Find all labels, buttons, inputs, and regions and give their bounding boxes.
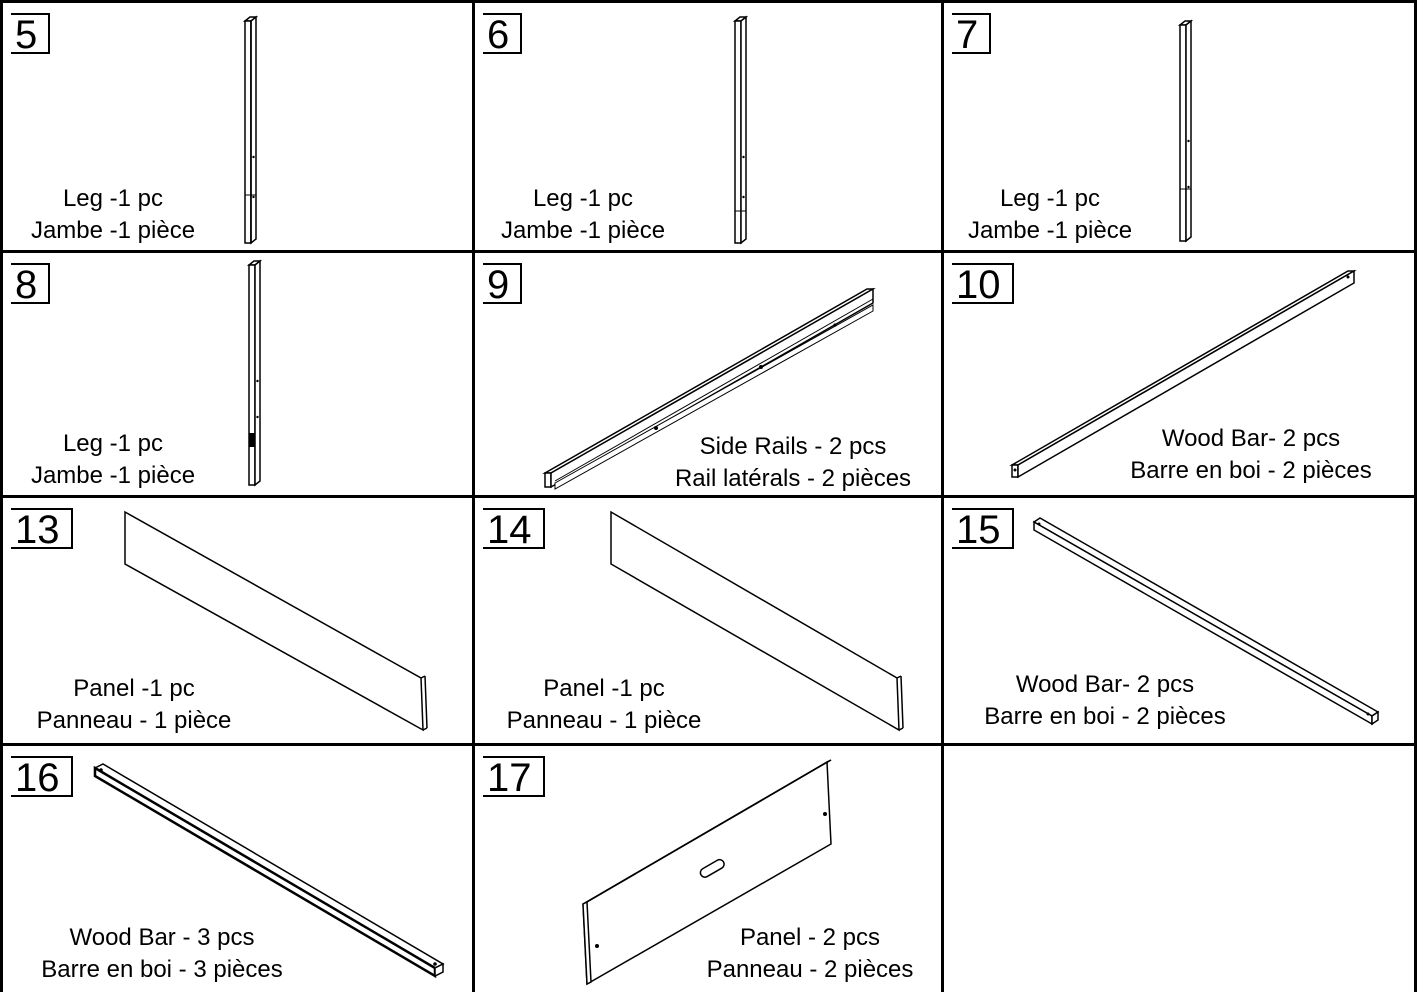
wood-bar-illustration [1030,514,1384,732]
part-number: 13 [11,508,73,551]
part-name-en: Wood Bar- 2 pcs [1161,425,1341,452]
part-label: Leg -1 pc Jambe -1 pièce [954,183,1146,247]
part-number: 7 [952,13,992,56]
panel-illustration [607,508,917,734]
part-label: Wood Bar - 3 pcs Barre en boi - 3 pièces [21,922,303,986]
part-cell: 6 Leg -1 pc Jambe -1 pièce [475,3,941,250]
part-name-fr: Jambe -1 pièce [30,462,196,489]
leg-illustration [241,15,261,247]
part-name-en: Leg -1 pc [999,185,1101,212]
part-cell: 16 Wood Bar - 3 pcs Barre en boi - 3 piè… [3,746,472,992]
part-name-en: Leg -1 pc [532,185,634,212]
part-label: Side Rails - 2 pcs Rail latérals - 2 piè… [653,431,933,495]
wood-bar-illustration [91,760,449,982]
part-name-en: Leg -1 pc [62,185,164,212]
part-cell: 8 Leg -1 pc Jambe -1 pièce [3,253,472,495]
part-cell: 17 Panel - 2 pcs Panneau - 2 pièces [475,746,941,992]
part-number: 16 [11,756,73,799]
wood-bar-illustration [1008,267,1358,483]
part-name-fr: Jambe -1 pièce [967,217,1133,244]
part-cell: 14 Panel -1 pc Panneau - 1 pièce [475,498,941,743]
part-name-en: Side Rails - 2 pcs [699,433,887,460]
part-name-fr: Panneau - 1 pièce [36,707,232,734]
part-cell: 13 Panel -1 pc Panneau - 1 pièce [3,498,472,743]
part-cell: 5 Leg -1 pc Jambe -1 pièce [3,3,472,250]
part-name-en: Leg -1 pc [62,430,164,457]
row-divider [0,743,1417,746]
part-name-fr: Panneau - 1 pièce [506,707,702,734]
part-name-fr: Panneau - 2 pièces [706,956,914,983]
part-number: 9 [483,263,523,306]
part-name-fr: Barre en boi - 2 pièces [984,703,1226,730]
panel-illustration [579,756,849,986]
part-number: 17 [483,756,545,799]
part-number: 8 [11,263,51,306]
row-divider [0,250,1417,253]
part-number: 14 [483,508,545,551]
part-name-en: Wood Bar- 2 pcs [1015,671,1195,698]
part-cell: 10 Wood Bar- 2 pcs Barre en boi - 2 pièc… [944,253,1414,495]
side-rails-illustration [541,283,877,493]
part-name-fr: Barre en boi - 2 pièces [1130,457,1372,484]
sheet-border-top [0,0,1417,3]
empty-cell [944,746,1414,992]
leg-illustration [1176,19,1196,245]
part-label: Panel - 2 pcs Panneau - 2 pièces [685,922,935,986]
part-label: Leg -1 pc Jambe -1 pièce [17,183,209,247]
part-label: Wood Bar- 2 pcs Barre en boi - 2 pièces [1110,423,1392,487]
leg-illustration [731,15,751,247]
leg-illustration [245,259,265,489]
part-name-fr: Barre en boi - 3 pièces [41,956,283,983]
part-number: 5 [11,13,51,56]
part-name-fr: Jambe -1 pièce [500,217,666,244]
part-name-en: Wood Bar - 3 pcs [69,924,255,951]
part-name-en: Panel - 2 pcs [739,924,881,951]
part-cell: 15 Wood Bar- 2 pcs Barre en boi - 2 pièc… [944,498,1414,743]
part-label: Leg -1 pc Jambe -1 pièce [17,428,209,492]
part-number: 6 [483,13,523,56]
part-label: Leg -1 pc Jambe -1 pièce [487,183,679,247]
panel-illustration [121,508,431,734]
part-label: Panel -1 pc Panneau - 1 pièce [21,673,247,737]
part-name-fr: Rail latérals - 2 pièces [674,465,912,492]
part-name-fr: Jambe -1 pièce [30,217,196,244]
part-label: Wood Bar- 2 pcs Barre en boi - 2 pièces [964,669,1246,733]
row-divider [0,495,1417,498]
part-name-en: Panel -1 pc [543,675,665,702]
part-name-en: Panel -1 pc [73,675,195,702]
part-cell: 9 Side Rails - 2 pcs Rail latérals - 2 p… [475,253,941,495]
part-number: 10 [952,263,1014,306]
part-number: 15 [952,508,1014,551]
part-label: Panel -1 pc Panneau - 1 pièce [491,673,717,737]
part-cell: 7 Leg -1 pc Jambe -1 pièce [944,3,1414,250]
